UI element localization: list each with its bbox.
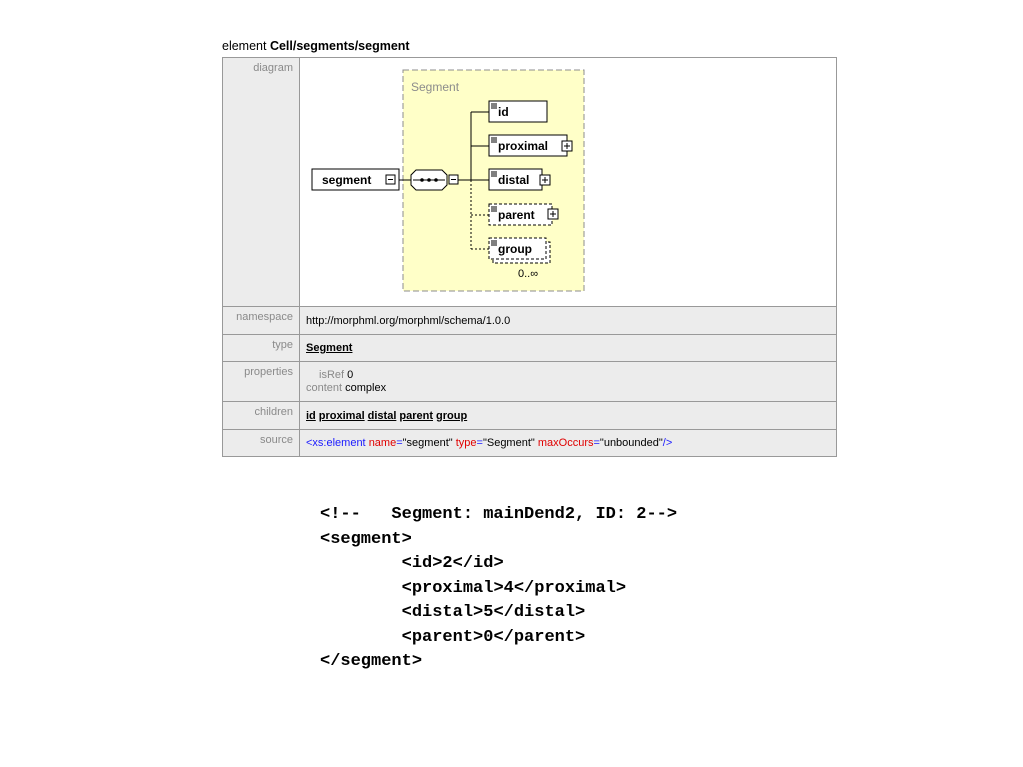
child-id-box[interactable]: id xyxy=(488,100,548,123)
properties-value: isRef 0 content complex xyxy=(299,361,837,402)
collapse-icon[interactable] xyxy=(385,174,396,185)
xml-line-id: <id>2</id> xyxy=(401,554,504,573)
segment-element-label: segment xyxy=(322,173,371,187)
namespace-value: http://morphml.org/morphml/schema/1.0.0 xyxy=(299,306,837,335)
child-link-parent[interactable]: parent xyxy=(399,409,433,422)
source-code: <xs:element name="segment" type="Segment… xyxy=(299,429,837,457)
child-link-proximal[interactable]: proximal xyxy=(318,409,365,422)
xml-comment: <!-- Segment: mainDend2, ID: 2--> xyxy=(320,505,678,524)
proximal-expand-icon[interactable] xyxy=(561,140,573,152)
source-attr-value: "segment" xyxy=(402,437,453,449)
source-maxoccurs-value: "unbounded" xyxy=(599,437,663,449)
source-row: source <xs:element name="segment" type="… xyxy=(222,429,837,457)
property-key: content xyxy=(306,381,343,394)
xml-line-proximal: <proximal>4</proximal> xyxy=(401,578,627,598)
heading-prefix: element xyxy=(222,39,270,53)
namespace-row: namespace http://morphml.org/morphml/sch… xyxy=(222,306,837,335)
child-link-id[interactable]: id xyxy=(306,409,316,422)
property-content: content complex xyxy=(306,382,830,395)
child-group-label: group xyxy=(498,242,532,256)
property-value: 0 xyxy=(347,368,354,381)
property-isref: isRef 0 xyxy=(306,369,830,382)
source-type-value: "Segment" xyxy=(482,437,535,449)
diagram-cell: Segment segment xyxy=(299,57,837,307)
source-tag-open: <xs:element xyxy=(306,437,366,449)
properties-label: properties xyxy=(222,361,300,402)
xml-line-distal: <distal>5</distal> xyxy=(401,603,586,622)
element-heading: element Cell/segments/segment xyxy=(222,39,410,53)
heading-path: Cell/segments/segment xyxy=(269,39,410,53)
child-distal-label: distal xyxy=(498,173,529,187)
type-label: type xyxy=(222,334,300,362)
xml-example: <!-- Segment: mainDend2, ID: 2--> <segme… xyxy=(320,503,677,675)
properties-row: properties isRef 0 content complex xyxy=(222,361,837,402)
property-key: isRef xyxy=(319,368,345,381)
xml-close-tag: </segment> xyxy=(320,652,423,671)
xml-line-parent: <parent>0</parent> xyxy=(401,627,586,647)
type-row: type Segment xyxy=(222,334,837,362)
xml-open-tag: <segment> xyxy=(320,529,412,549)
child-group-box[interactable]: group xyxy=(488,237,551,264)
child-proximal-box[interactable]: proximal xyxy=(488,134,568,157)
parent-expand-icon[interactable] xyxy=(547,208,559,220)
compositor-collapse-icon[interactable] xyxy=(448,174,459,185)
schema-diagram: Segment segment xyxy=(311,69,585,292)
child-parent-box[interactable]: parent xyxy=(488,203,553,226)
child-id-label: id xyxy=(498,105,509,119)
child-parent-label: parent xyxy=(498,208,535,222)
type-link[interactable]: Segment xyxy=(306,342,353,354)
source-attr-maxoccurs: maxOccurs xyxy=(537,437,594,449)
schema-doc-table: diagram Segment segment xyxy=(222,57,837,457)
child-distal-box[interactable]: distal xyxy=(488,168,543,191)
namespace-label: namespace xyxy=(222,306,300,335)
distal-expand-icon[interactable] xyxy=(539,174,551,186)
child-link-group[interactable]: group xyxy=(436,409,468,422)
group-title: Segment xyxy=(411,80,460,94)
child-proximal-label: proximal xyxy=(498,139,548,153)
diagram-row: diagram Segment segment xyxy=(222,57,837,307)
source-attr-type: type xyxy=(455,437,477,449)
child-link-distal[interactable]: distal xyxy=(367,409,397,422)
diagram-label: diagram xyxy=(222,57,300,307)
property-value: complex xyxy=(345,381,387,394)
source-label: source xyxy=(222,429,300,457)
children-label: children xyxy=(222,401,300,430)
source-attr-name: name xyxy=(368,437,397,449)
source-tag-close: /> xyxy=(662,437,673,449)
group-multiplicity: 0..∞ xyxy=(518,268,538,280)
